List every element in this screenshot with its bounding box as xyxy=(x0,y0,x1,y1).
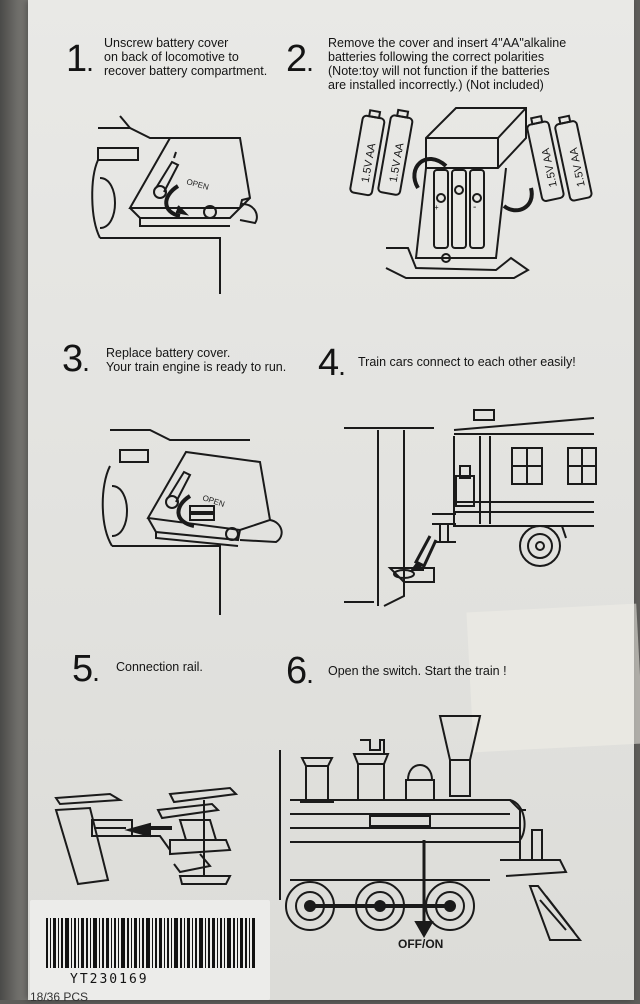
battery-label: 1.5V AA xyxy=(360,142,379,184)
battery-label: 1.5V AA xyxy=(388,141,407,183)
replace-cover-illustration: OPEN xyxy=(90,410,290,620)
plus-sign: + xyxy=(434,203,439,212)
step-1-line: Unscrew battery cover xyxy=(104,36,229,50)
insert-batteries-illustration: 1.5V AA 1.5V AA 1.5V AA 1.5V AA xyxy=(346,98,606,298)
step-1-text: Unscrew battery cover on back of locomot… xyxy=(104,36,267,78)
step-3-text: Replace battery cover. Your train engine… xyxy=(106,346,286,374)
step-2-line: Remove the cover and insert 4"AA"alkalin… xyxy=(328,36,567,50)
background-surface xyxy=(0,0,28,1000)
step-1-line: recover battery compartment. xyxy=(104,64,268,78)
step-4-text: Train cars connect to each other easily! xyxy=(358,355,576,369)
step-5-text: Connection rail. xyxy=(116,660,203,674)
step-5-number: 5. xyxy=(72,648,100,690)
step-5-line: Connection rail. xyxy=(116,660,203,674)
step-6-line: Open the switch. Start the train ! xyxy=(328,664,507,678)
step-2-line: batteries following the correct polariti… xyxy=(328,50,545,64)
barcode-label xyxy=(30,900,270,1000)
pcs-count: 18/36 PCS xyxy=(30,990,89,1004)
open-label: OPEN xyxy=(185,177,209,192)
barcode-number: YT230169 xyxy=(70,972,149,987)
battery-label: 1.5V AA xyxy=(540,146,560,188)
barcode-icon xyxy=(46,918,255,968)
step-2-line: (Note:toy will not function if the batte… xyxy=(328,64,550,78)
step-4-line: Train cars connect to each other easily! xyxy=(358,355,576,369)
step-1-number: 1. xyxy=(66,38,94,80)
steam-locomotive-illustration: OFF/ON xyxy=(270,710,600,950)
off-on-label: OFF/ON xyxy=(398,937,443,950)
step-6-number: 6. xyxy=(286,650,314,692)
connection-rail-illustration xyxy=(50,780,250,900)
step-1-line: on back of locomotive to xyxy=(104,50,239,64)
step-4-number: 4. xyxy=(318,342,346,384)
step-3-number: 3. xyxy=(62,338,90,380)
step-2-number: 2. xyxy=(286,38,314,80)
unscrew-cover-illustration: OPEN xyxy=(90,108,280,298)
step-2-text: Remove the cover and insert 4"AA"alkalin… xyxy=(328,36,566,92)
minus-sign: - xyxy=(473,202,476,213)
step-2-line: are installed incorrectly.) (Not include… xyxy=(328,78,544,92)
train-cars-connect-illustration xyxy=(344,406,604,616)
step-3-line: Replace battery cover. xyxy=(106,346,231,360)
step-3-line: Your train engine is ready to run. xyxy=(106,360,287,374)
battery-label: 1.5V AA xyxy=(568,146,588,188)
step-6-text: Open the switch. Start the train ! xyxy=(328,664,507,678)
